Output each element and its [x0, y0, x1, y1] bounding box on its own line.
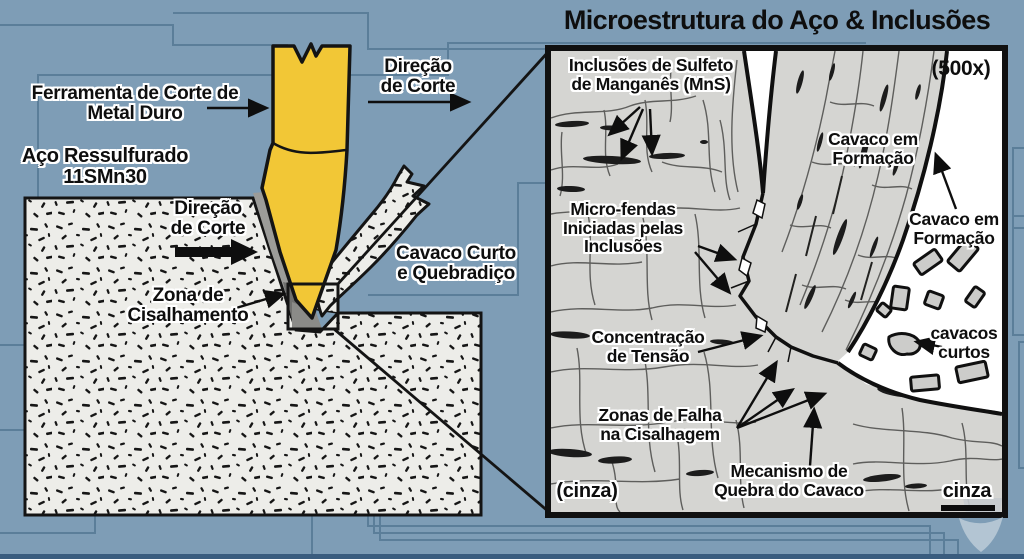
separation-wedge [744, 51, 776, 193]
cutting-diagram [23, 42, 551, 517]
cut-direction-top-label: Direção de Corte [380, 56, 456, 98]
zoom-box [286, 282, 340, 331]
panel-border [545, 45, 1008, 518]
base-boundary [836, 361, 1002, 416]
short-brittle-chip-label: Cavaco Curto e Quebradiço [396, 243, 516, 285]
bottom-strip [0, 554, 1024, 559]
shear-crack [730, 192, 839, 365]
shear-zone-label: Zona de Cisalhamento [127, 285, 249, 327]
chip-edge [846, 51, 949, 354]
circuit-pattern [0, 12, 1024, 556]
chevron-ornament [959, 517, 1003, 552]
panel-label-arrows [607, 106, 958, 467]
stress-concentration-label: Concentração de Tensão [591, 327, 705, 366]
chip-microcracks [785, 175, 873, 313]
mns-inclusions-label: Inclusões de Sulfeto de Manganês (MnS) [568, 55, 734, 94]
left-label-arrows [207, 92, 472, 310]
tool-label: Ferramenta de Corte de Metal Duro [31, 83, 239, 125]
zoom-connector-lines [333, 50, 551, 514]
short-chips-label: cavacos curtos [930, 323, 998, 362]
chip-fragments [858, 237, 990, 393]
open-region [838, 51, 1002, 412]
chip-forming-label-2: Cavaco em Formação [909, 209, 999, 248]
shear-failure-zones-label: Zonas de Falha na Cisalhagem [598, 405, 722, 444]
scale-bar [941, 505, 995, 511]
shear-zone-fill [292, 302, 322, 329]
mns-inclusions [551, 63, 1000, 492]
micrograph-panel [545, 45, 1008, 518]
tool-insert-line [272, 141, 348, 155]
chip-break-mechanism-label: Mecanismo de Quebra do Cavaco [714, 461, 864, 500]
panel-title: Microestrutura do Aço & Inclusões [563, 5, 991, 35]
cut-direction-inner-label: Direção de Corte [170, 198, 246, 240]
chip-forming-label-1: Cavaco em Formação [828, 129, 918, 168]
steel-grade-label: Aço Ressulfurado 11SMn30 [21, 145, 189, 189]
cut-direction-arrow [175, 239, 258, 265]
cutting-tool [260, 42, 352, 320]
microcracks-label: Micro-fendas Iniciadas pelas Inclusões [562, 199, 683, 257]
scale-label: cinza [942, 480, 992, 502]
gray-note-label: (cinza) [556, 480, 618, 502]
grain-boundaries [551, 51, 1002, 512]
magnification-label: (500x) [931, 57, 991, 80]
